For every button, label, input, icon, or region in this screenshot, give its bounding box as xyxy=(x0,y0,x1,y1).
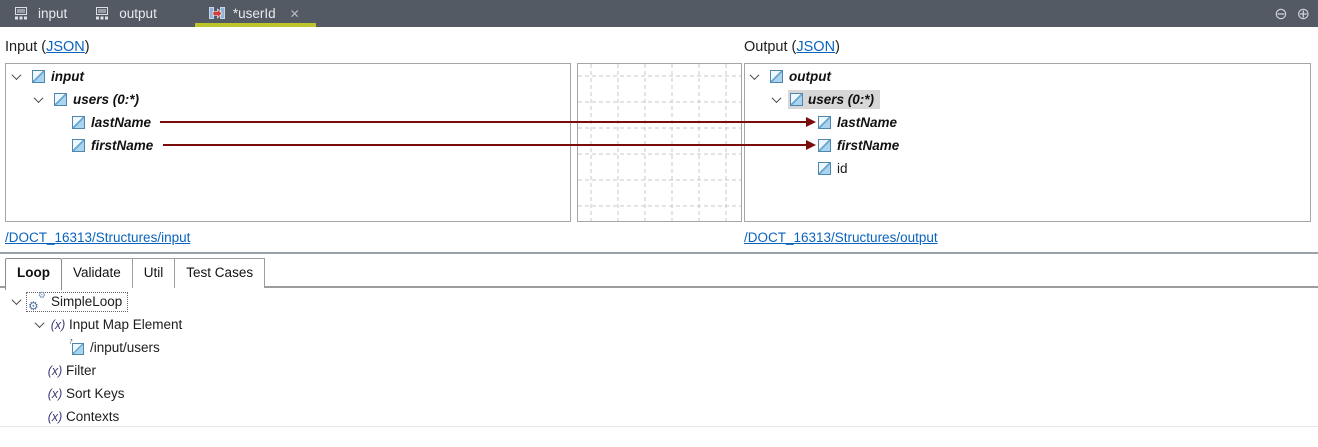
node-label: SimpleLoop xyxy=(51,294,123,309)
bottom-tab-strip: Loop Validate Util Test Cases xyxy=(0,258,1318,290)
field-icon xyxy=(72,343,84,355)
input-header-suffix: ) xyxy=(84,39,90,55)
chevron-down-icon[interactable] xyxy=(746,69,762,85)
tab-util[interactable]: Util xyxy=(132,258,176,288)
tree-row-output-firstname[interactable]: firstName xyxy=(818,134,899,157)
field-icon xyxy=(818,139,831,152)
node-label: Sort Keys xyxy=(66,386,125,401)
tree-row-sort-keys[interactable]: (x) Sort Keys xyxy=(47,382,125,405)
input-tree-panel xyxy=(5,63,571,222)
node-label: lastName xyxy=(91,115,152,130)
editor-tab-bar: input output xyxy=(0,0,1318,27)
mapping-line-lastname[interactable] xyxy=(160,121,806,123)
tab-label: output xyxy=(119,6,157,21)
tab-validate[interactable]: Validate xyxy=(62,258,133,288)
tree-row-simpleloop[interactable]: ⚙ ⚙ SimpleLoop xyxy=(8,290,129,313)
field-icon xyxy=(770,70,783,83)
field-icon xyxy=(72,116,85,129)
function-icon: (x) xyxy=(47,386,63,401)
tab-input[interactable]: input xyxy=(0,0,81,27)
node-label: lastName xyxy=(837,115,898,130)
pane-divider[interactable] xyxy=(0,252,1318,254)
node-label: Contexts xyxy=(66,409,120,424)
output-header-text: Output ( xyxy=(744,39,797,55)
tree-row-output-users[interactable]: users (0:*) xyxy=(768,88,881,111)
chevron-down-icon[interactable] xyxy=(8,69,24,85)
document-type-icon xyxy=(95,6,111,21)
function-icon: (x) xyxy=(47,409,63,424)
maximize-icon[interactable]: ⊕ xyxy=(1296,5,1310,23)
document-type-icon xyxy=(14,6,30,21)
tree-row-output-lastname[interactable]: lastName xyxy=(818,111,897,134)
grid-lines xyxy=(578,64,741,221)
field-icon xyxy=(54,93,67,106)
output-structure-link[interactable]: /DOCT_16313/Structures/output xyxy=(744,230,938,245)
output-tree-panel xyxy=(744,63,1311,222)
tree-row-contexts[interactable]: (x) Contexts xyxy=(47,405,120,428)
selected-node-highlight: users (0:*) xyxy=(788,90,881,109)
field-icon xyxy=(818,116,831,129)
tab-test-cases[interactable]: Test Cases xyxy=(175,258,266,288)
tab-userid[interactable]: *userId ✕ xyxy=(194,0,316,27)
bottom-divider xyxy=(0,426,1318,427)
focus-outline: ⚙ ⚙ SimpleLoop xyxy=(26,290,129,313)
output-header-suffix: ) xyxy=(835,39,840,55)
input-json-link[interactable]: JSON xyxy=(46,39,85,55)
chevron-down-icon[interactable] xyxy=(30,92,46,108)
tab-output[interactable]: output xyxy=(81,0,171,27)
node-label: users (0:*) xyxy=(808,92,875,107)
node-label: firstName xyxy=(91,138,154,153)
tree-row-output-id[interactable]: id xyxy=(818,157,848,180)
mapping-icon xyxy=(208,6,225,21)
node-label: Filter xyxy=(66,363,96,378)
tree-row-input-users[interactable]: users (0:*) xyxy=(30,88,139,111)
output-json-link[interactable]: JSON xyxy=(796,39,836,55)
tree-row-input-firstname[interactable]: firstName xyxy=(72,134,153,157)
tab-loop[interactable]: Loop xyxy=(5,258,62,290)
output-section-header: Output (JSON) xyxy=(744,39,840,55)
node-label: /input/users xyxy=(90,340,160,355)
tab-label: input xyxy=(38,6,68,21)
input-structure-link[interactable]: /DOCT_16313/Structures/input xyxy=(5,230,191,245)
field-icon xyxy=(32,70,45,83)
node-label: firstName xyxy=(837,138,900,153)
mapping-line-firstname[interactable] xyxy=(163,144,806,146)
minimize-icon[interactable]: ⊖ xyxy=(1274,5,1288,23)
tree-row-filter[interactable]: (x) Filter xyxy=(47,359,96,382)
input-header-text: Input ( xyxy=(5,39,47,55)
field-icon xyxy=(818,162,831,175)
node-label: input xyxy=(51,69,84,84)
tab-label: *userId xyxy=(232,6,276,21)
tree-row-input-map-element[interactable]: (x) Input Map Element xyxy=(31,313,182,336)
field-icon xyxy=(72,139,85,152)
gears-icon: ⚙ ⚙ xyxy=(28,290,46,313)
mapping-grid-panel xyxy=(577,63,742,222)
function-icon: (x) xyxy=(50,317,66,332)
tree-row-input-lastname[interactable]: lastName xyxy=(72,111,151,134)
gear-icon: ⚙ xyxy=(37,289,46,300)
input-section-header: Input (JSON) xyxy=(5,39,90,55)
tree-row-input-map-path[interactable]: ↑ /input/users xyxy=(68,336,160,359)
chevron-down-icon[interactable] xyxy=(8,294,24,310)
field-icon xyxy=(790,93,803,106)
tree-row-input-root[interactable]: input xyxy=(8,65,84,88)
gear-icon: ⚙ xyxy=(28,298,39,313)
node-label: output xyxy=(789,69,831,84)
node-label: Input Map Element xyxy=(69,317,183,332)
chevron-down-icon[interactable] xyxy=(768,92,784,108)
tree-row-output-root[interactable]: output xyxy=(746,65,831,88)
mapped-field-icon: ↑ xyxy=(68,336,85,355)
close-icon[interactable]: ✕ xyxy=(289,6,300,21)
chevron-down-icon[interactable] xyxy=(31,317,47,333)
active-tab-underline xyxy=(194,23,316,27)
mapping-arrow-icon xyxy=(806,117,816,127)
node-label: users (0:*) xyxy=(73,92,140,107)
function-icon: (x) xyxy=(47,363,63,378)
mapping-arrow-icon xyxy=(806,140,816,150)
node-label: id xyxy=(837,161,848,176)
